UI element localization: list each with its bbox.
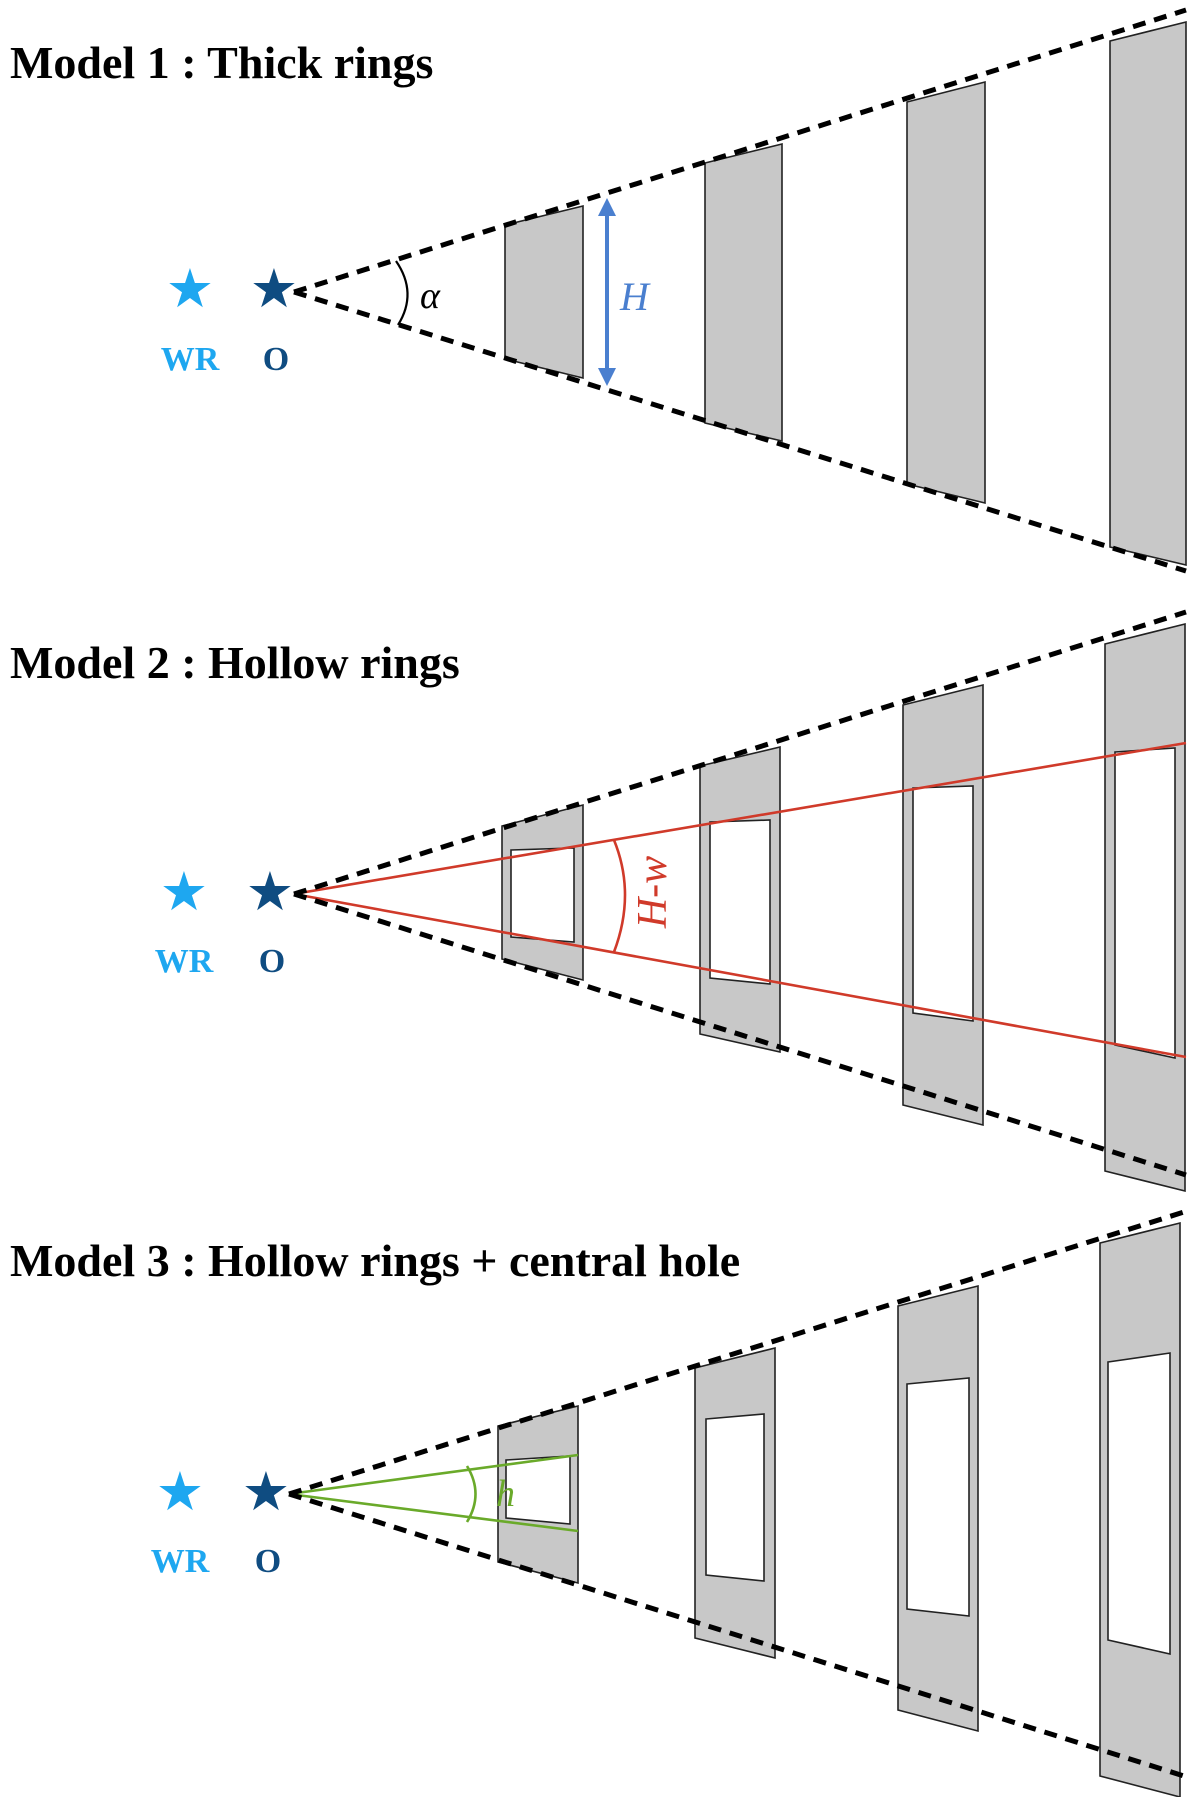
wr-label: WR bbox=[151, 1543, 210, 1580]
ring-1 bbox=[504, 204, 584, 380]
cone-lower-edge bbox=[288, 1491, 1185, 1779]
wr-label: WR bbox=[161, 341, 220, 378]
hollow-ring-3 bbox=[902, 683, 984, 1127]
holed-ring-4 bbox=[1099, 1221, 1181, 1797]
height-label: H bbox=[619, 274, 651, 319]
hole-cone-lower bbox=[288, 1492, 579, 1533]
hollow-ring-1 bbox=[501, 803, 584, 982]
o-label: O bbox=[263, 341, 289, 378]
model-2-diagram: H-w ★ ★ WR O bbox=[155, 609, 1187, 1193]
o-label: O bbox=[259, 943, 285, 980]
wr-star-icon: ★ bbox=[160, 860, 208, 923]
ring-4 bbox=[1109, 20, 1187, 567]
ring-2 bbox=[704, 142, 783, 443]
wr-star-icon: ★ bbox=[166, 257, 214, 320]
wr-star-icon: ★ bbox=[156, 1460, 204, 1523]
cone-upper-edge bbox=[293, 609, 1187, 897]
model-3-panel: Model 3 : Hollow rings + central hole h … bbox=[0, 1198, 1200, 1797]
o-star-icon: ★ bbox=[242, 1460, 290, 1523]
hollow-ring-2 bbox=[699, 745, 781, 1053]
model-1-panel: Model 1 : Thick rings α H ★ ★ WR O bbox=[0, 0, 1200, 599]
holed-ring-3 bbox=[897, 1284, 979, 1733]
height-arrow bbox=[598, 198, 616, 386]
inner-cone-lower bbox=[293, 892, 1187, 1059]
o-star-icon: ★ bbox=[250, 257, 298, 320]
inner-angle-label: H-w bbox=[630, 856, 676, 929]
model-1-title: Model 1 : Thick rings bbox=[10, 37, 434, 88]
cone-lower-edge bbox=[293, 891, 1187, 1178]
o-label: O bbox=[255, 1543, 281, 1580]
cone-upper-edge bbox=[288, 1209, 1185, 1497]
model-1-diagram: α H ★ ★ WR O bbox=[161, 7, 1187, 574]
model-3-title: Model 3 : Hollow rings + central hole bbox=[10, 1235, 741, 1286]
model-3-diagram: h ★ ★ WR O bbox=[151, 1209, 1185, 1797]
hollow-ring-4 bbox=[1104, 622, 1186, 1193]
ring-3 bbox=[906, 80, 986, 505]
o-star-icon: ★ bbox=[246, 860, 294, 923]
model-2-panel: Model 2 : Hollow rings H-w ★ ★ WR bbox=[0, 600, 1200, 1199]
inner-angle-arc bbox=[612, 839, 627, 953]
model-2-title: Model 2 : Hollow rings bbox=[10, 637, 460, 688]
hole-cone-upper bbox=[288, 1453, 579, 1496]
holed-ring-2 bbox=[694, 1346, 776, 1660]
wr-label: WR bbox=[155, 943, 214, 980]
inner-cone-upper bbox=[293, 741, 1187, 896]
alpha-arc bbox=[395, 260, 409, 326]
cone-lower-edge bbox=[293, 289, 1187, 574]
hole-angle-label: h bbox=[496, 1473, 515, 1515]
cone-upper-edge bbox=[293, 7, 1187, 295]
alpha-label: α bbox=[420, 275, 441, 317]
holed-ring-1 bbox=[497, 1404, 579, 1585]
hole-angle-arc bbox=[465, 1465, 477, 1523]
